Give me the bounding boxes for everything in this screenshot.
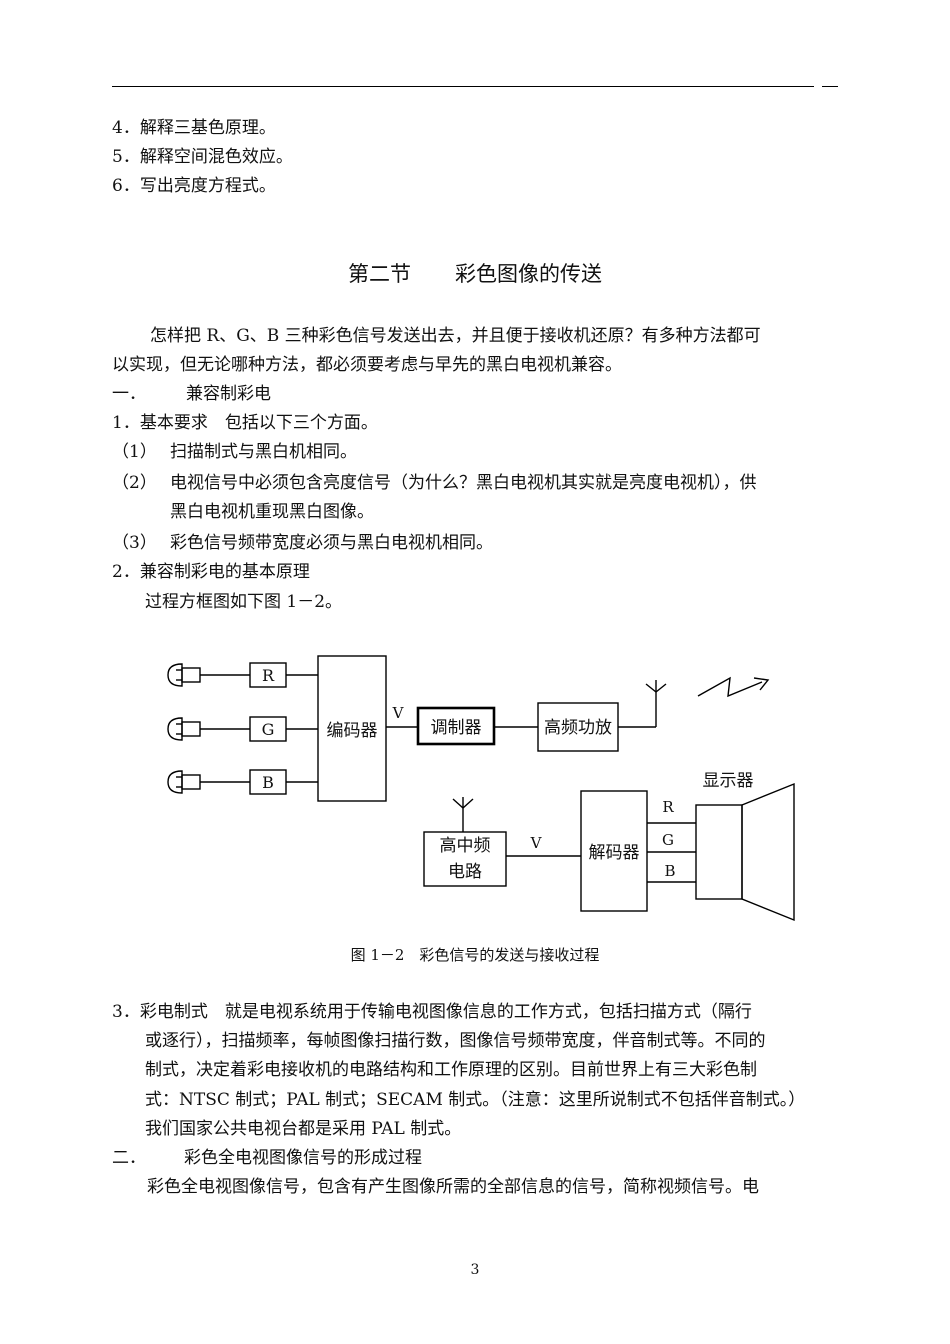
tuner-box xyxy=(423,831,507,887)
requirements-title: 1．基本要求 包括以下三个方面。 xyxy=(112,413,378,433)
page-number: 3 xyxy=(470,1262,480,1278)
requirement-3: （3） 彩色信号频带宽度必须与黑白电视机相同。 xyxy=(112,529,493,557)
decoder-label: 解码器 xyxy=(589,843,640,863)
modulator-label: 调制器 xyxy=(431,718,482,738)
camera-b-icon xyxy=(167,770,201,794)
figure-caption: 图 1－2 彩色信号的发送与接收过程 xyxy=(350,946,600,964)
system-line-4: 式：NTSC 制式；PAL 制式；SECAM 制式。（注意：这里所说制式不包括伴… xyxy=(145,1090,806,1110)
principle-title: 2．兼容制彩电的基本原理 xyxy=(112,562,310,582)
signal-wave-icon xyxy=(697,676,770,698)
review-item-4: 4．解释三基色原理。 xyxy=(112,118,276,138)
r-label: R xyxy=(262,666,275,685)
camera-g-icon xyxy=(167,717,201,741)
requirement-2: （2） 电视信号中必须包含亮度信号（为什么？黑白电视机其实就是亮度电视机），供 xyxy=(112,469,757,497)
modulator-box xyxy=(416,706,496,746)
b-output-label: B xyxy=(664,862,675,880)
v-label-rx: V xyxy=(530,834,543,852)
section-number: 第二节 xyxy=(348,262,411,286)
camera-r-icon xyxy=(167,663,201,687)
g-label: G xyxy=(262,720,275,739)
intro-line-1: 怎样把 R、G、B 三种彩色信号发送出去，并且便于接收机还原？有多种方法都可 xyxy=(150,326,761,346)
decoder-box xyxy=(580,790,648,912)
section-name: 彩色图像的传送 xyxy=(455,262,602,286)
heading-signal-formation: 二． 彩色全电视图像信号的形成过程 xyxy=(112,1144,422,1172)
g-output-label: G xyxy=(662,831,674,849)
heading-text: 彩色全电视图像信号的形成过程 xyxy=(184,1148,422,1168)
display-label: 显示器 xyxy=(703,771,754,791)
heading-number: 一． xyxy=(112,384,146,404)
v-label-tx: V xyxy=(392,704,405,722)
requirement-text: 扫描制式与黑白机相同。 xyxy=(170,442,357,462)
tv-block-diagram: R G B 编码器 V 调制器 高频功放 显示器 高中频 电路 V 解码器 R … xyxy=(167,655,795,922)
heading-compatible-tv: 一． 兼容制彩电 xyxy=(112,380,271,408)
last-line: 彩色全电视图像信号，包含有产生图像所需的全部信息的信号，简称视频信号。电 xyxy=(147,1177,759,1197)
requirement-number: （1） xyxy=(112,442,157,462)
b-label: B xyxy=(262,773,274,792)
tuner-label-1: 高中频 xyxy=(440,836,491,856)
requirement-number: （2） xyxy=(112,473,157,493)
requirement-text: 电视信号中必须包含亮度信号（为什么？黑白电视机其实就是亮度电视机），供 xyxy=(170,473,757,493)
transmit-antenna-icon xyxy=(645,680,667,693)
system-line-3: 制式，决定着彩电接收机的电路结构和工作原理的区别。目前世界上有三大彩色制 xyxy=(145,1060,757,1080)
review-item-5: 5．解释空间混色效应。 xyxy=(112,147,293,167)
heading-number: 二． xyxy=(112,1148,146,1168)
requirement-2-cont: 黑白电视机重现黑白图像。 xyxy=(170,502,374,522)
header-rule-end xyxy=(822,86,838,87)
system-line-2: 或逐行），扫描频率，每帧图像扫描行数，图像信号频带宽度，伴音制式等。不同的 xyxy=(145,1031,766,1051)
intro-line-2: 以实现，但无论哪种方法，都必须要考虑与早先的黑白电视机兼容。 xyxy=(112,355,622,375)
rf-amplifier-label: 高频功放 xyxy=(544,718,612,738)
system-line-5: 我们国家公共电视台都是采用 PAL 制式。 xyxy=(145,1119,462,1139)
encoder-box xyxy=(317,655,387,802)
receive-antenna-icon xyxy=(452,797,474,832)
principle-line: 过程方框图如下图 1－2。 xyxy=(145,592,343,612)
requirement-text: 彩色信号频带宽度必须与黑白电视机相同。 xyxy=(170,533,493,553)
tuner-label-2: 电路 xyxy=(448,862,482,882)
section-title: 第二节 彩色图像的传送 xyxy=(0,258,950,288)
heading-text: 兼容制彩电 xyxy=(186,384,271,404)
requirement-number: （3） xyxy=(112,533,157,553)
review-item-6: 6．写出亮度方程式。 xyxy=(112,176,276,196)
requirement-1: （1） 扫描制式与黑白机相同。 xyxy=(112,438,357,466)
display-icon xyxy=(695,782,795,922)
header-rule xyxy=(112,86,814,87)
r-output-label: R xyxy=(662,798,674,816)
encoder-label: 编码器 xyxy=(327,721,378,741)
system-line-1: 3．彩电制式 就是电视系统用于传输电视图像信息的工作方式，包括扫描方式（隔行 xyxy=(112,1002,752,1022)
